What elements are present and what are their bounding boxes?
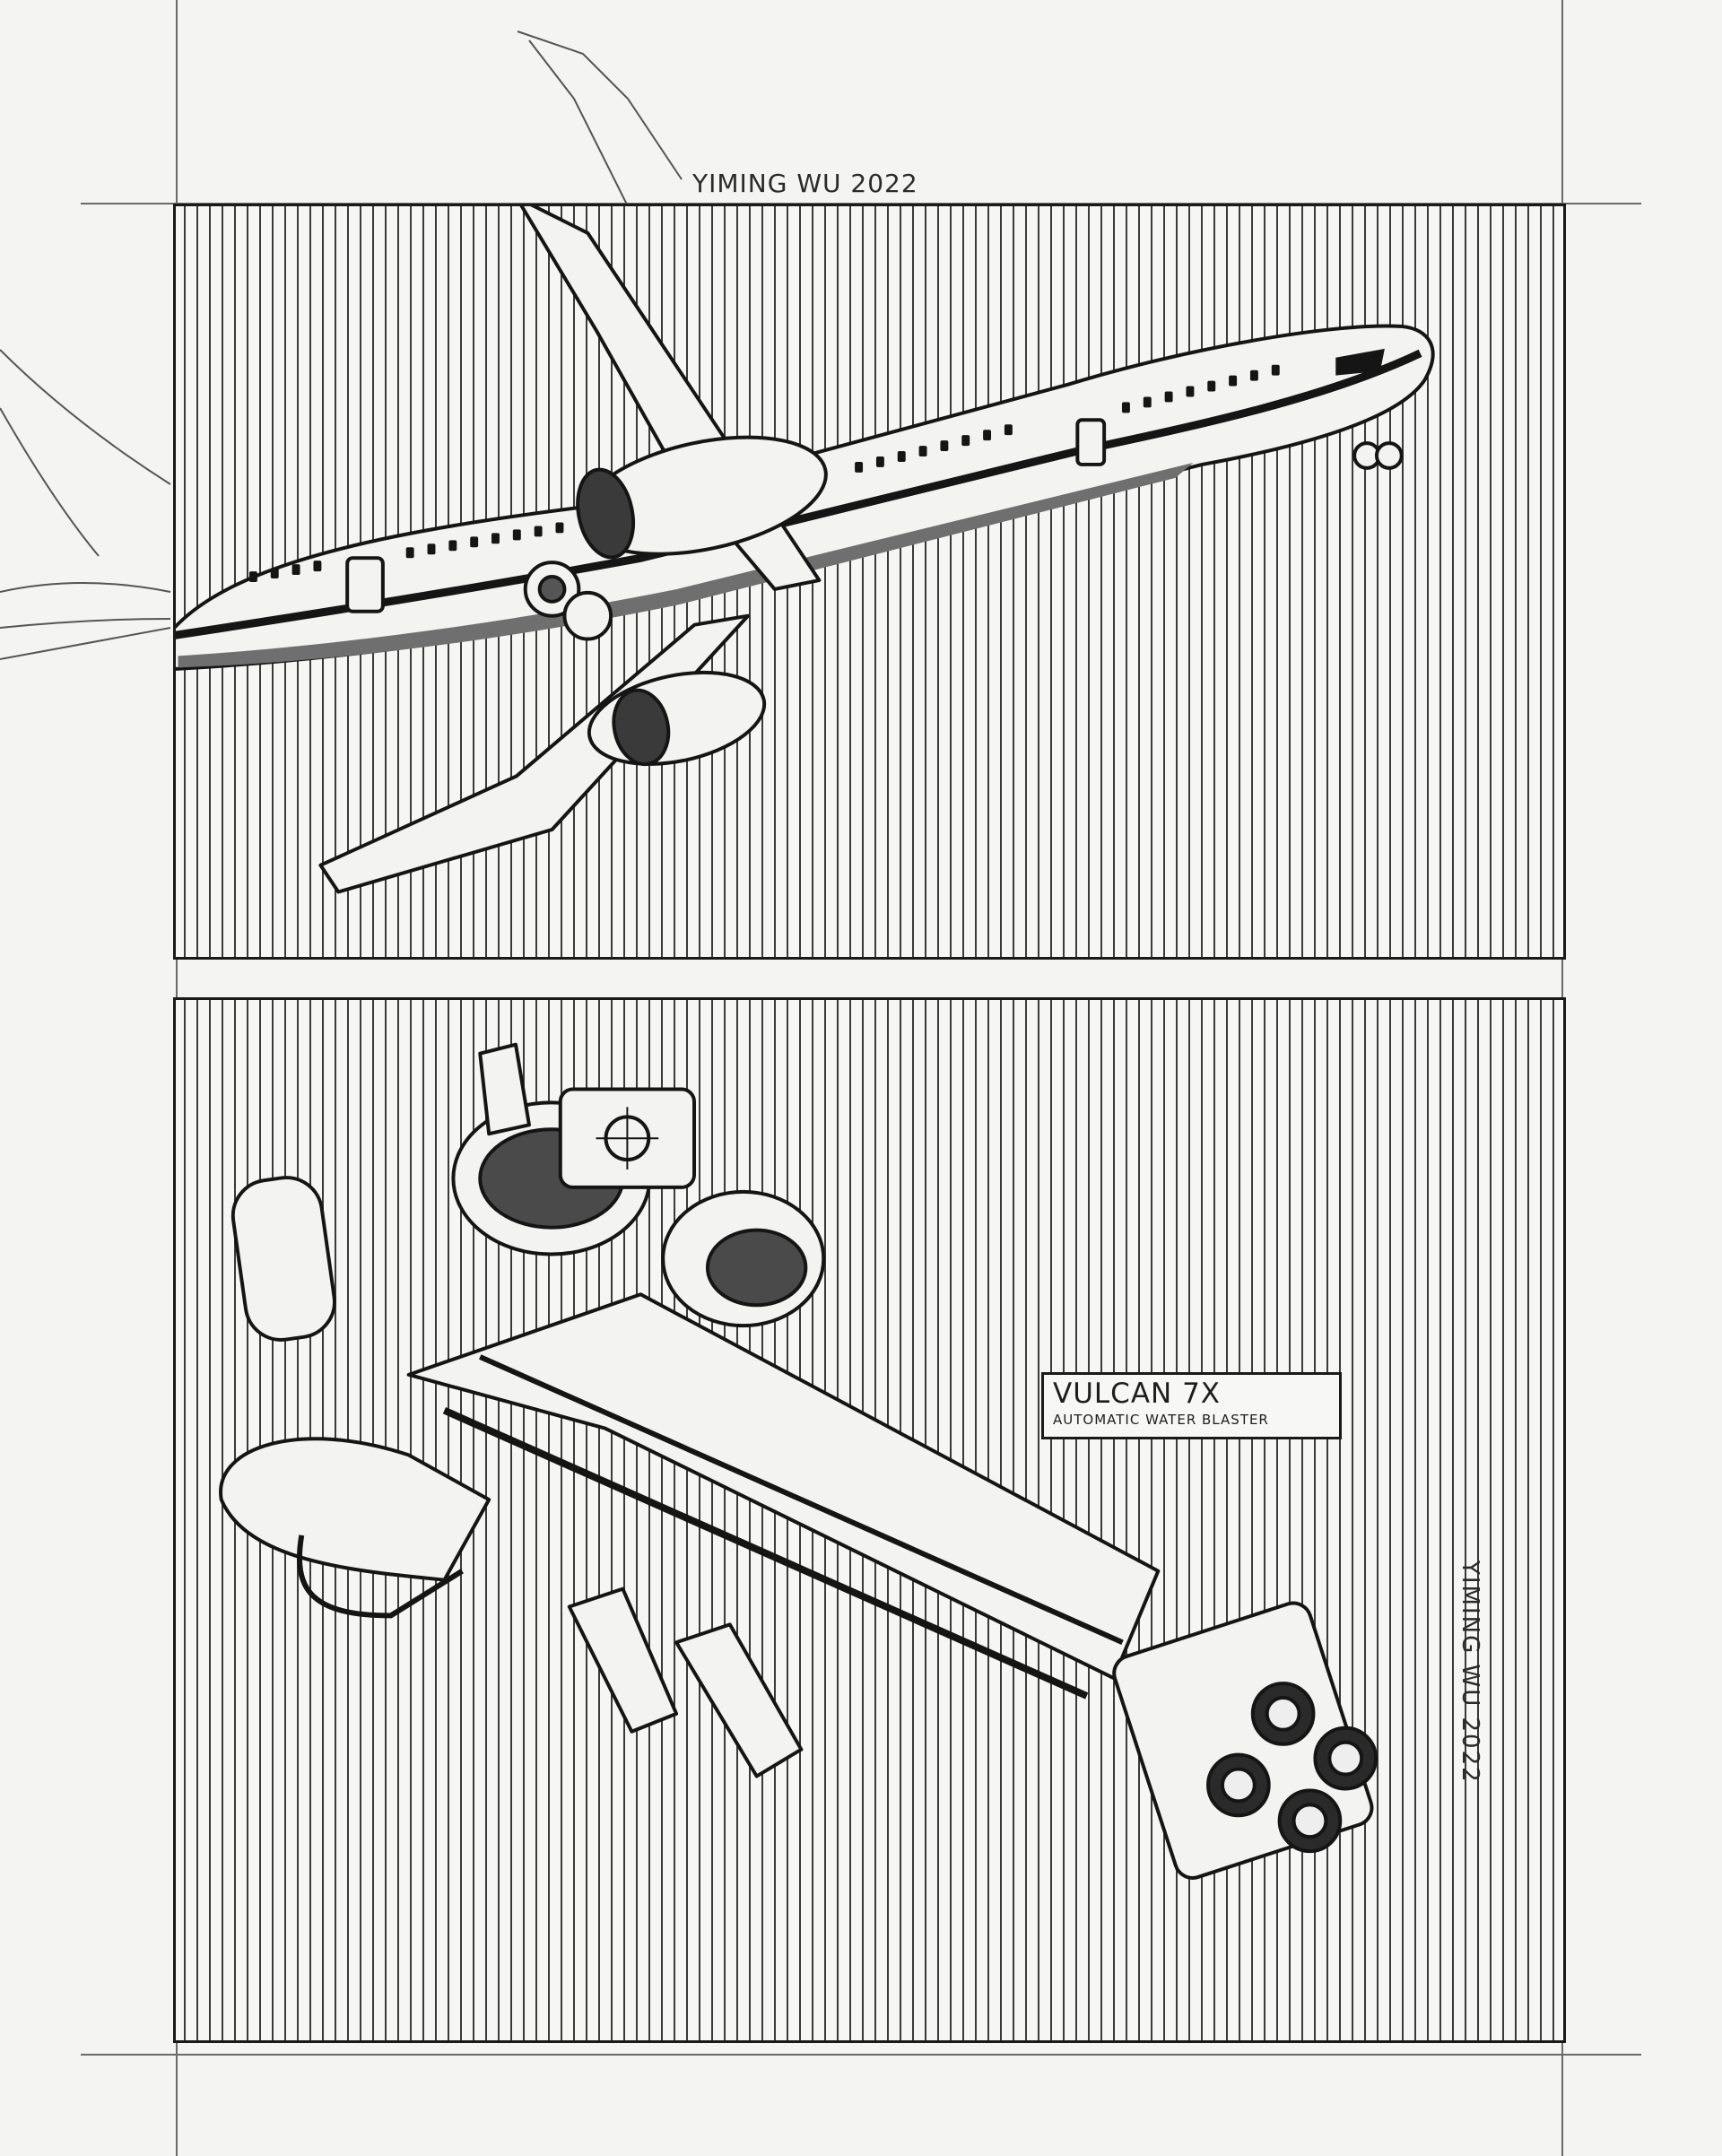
airliner-illustration — [176, 206, 1435, 894]
comic-panel-airliner — [173, 204, 1566, 960]
weapon-caption-title: VULCAN 7X — [1053, 1378, 1222, 1410]
artist-signature-top: YIMING WU 2022 — [692, 169, 918, 198]
water-blaster-illustration — [219, 1042, 1378, 1880]
comic-panel-water-blaster: VULCAN 7X AUTOMATIC WATER BLASTER — [173, 997, 1566, 2043]
artist-signature-side: YIMING WU 2022 — [1457, 1560, 1483, 1784]
guide-line-bottom — [81, 2054, 1641, 2056]
weapon-caption-box: VULCAN 7X AUTOMATIC WATER BLASTER — [1041, 1372, 1342, 1439]
weapon-caption-subtitle: AUTOMATIC WATER BLASTER — [1053, 1412, 1269, 1428]
